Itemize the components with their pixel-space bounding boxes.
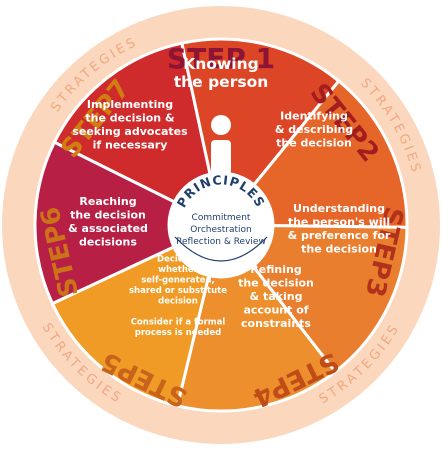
step-2-line: & describing	[275, 123, 353, 136]
principle-orchestration: Orchestration	[190, 225, 251, 235]
step-6-line: the decision	[70, 208, 146, 221]
step-5-line: decision	[158, 296, 198, 306]
person-icon	[211, 115, 231, 175]
step-5-line: shared or substitute	[129, 286, 227, 296]
step-3-line: Understanding	[293, 202, 385, 215]
step-1-line: Knowing	[183, 55, 258, 73]
step-6-line: decisions	[79, 235, 137, 248]
step-3-line: the decision	[301, 242, 377, 255]
step-3-line: & preference for	[288, 229, 391, 242]
step-4-line: Refining	[250, 263, 301, 276]
step-2-line: the decision	[276, 137, 352, 150]
step-5-line: process is needed	[135, 328, 221, 338]
step-4-line: & taking	[250, 290, 303, 303]
step-4-line: account of	[243, 304, 308, 317]
step-5-line: self-generated,	[141, 275, 215, 285]
step-7-line: if necessary	[93, 138, 168, 151]
step-1-line: the person	[174, 73, 269, 91]
step-7-line: seeking advocates	[72, 125, 188, 138]
step-7-line: Implementing	[87, 98, 173, 111]
step-segments	[33, 37, 409, 413]
step-4-line: the decision	[238, 277, 314, 290]
step-2-line: Identifying	[280, 110, 348, 123]
step-5-line: Deciding	[157, 254, 199, 264]
principles-hub: PRINCIPLES Commitment Orchestration Refl…	[168, 172, 274, 278]
step-6-line: Reaching	[79, 195, 136, 208]
step-4-line: constraints	[241, 317, 311, 330]
step-3-line: the person's will	[288, 215, 390, 228]
step-7-line: the decision &	[85, 111, 175, 124]
principle-reflection-review: Reflection & Review	[176, 237, 266, 247]
principle-commitment: Commitment	[192, 213, 251, 223]
step-5-line: whether	[158, 265, 199, 275]
step-1-number-label: STEP 1	[167, 42, 275, 75]
step-6-line: & associated	[68, 222, 148, 235]
step-5-line: Consider if a formal	[131, 317, 226, 327]
